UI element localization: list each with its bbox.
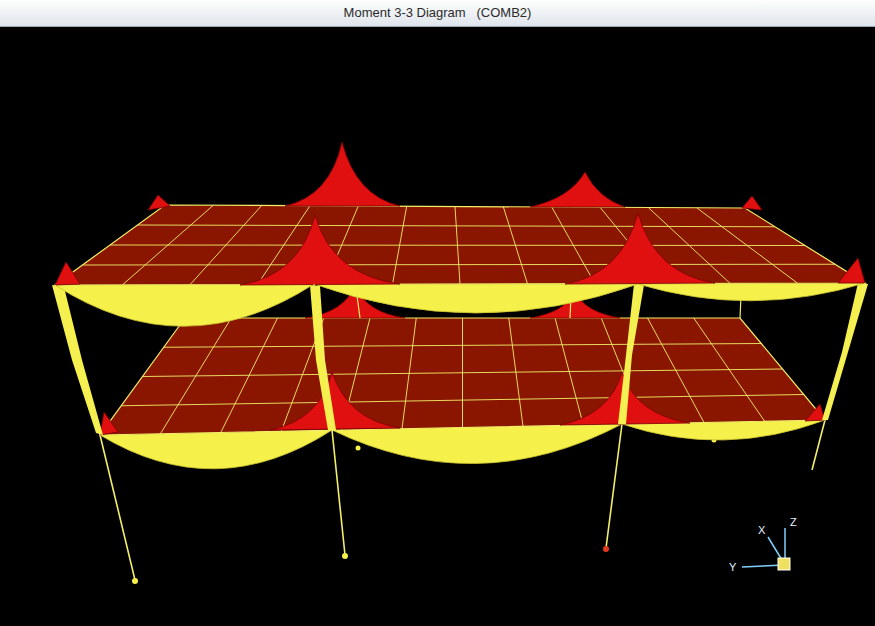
axis-label: X [758, 524, 765, 536]
origin-cube [778, 558, 790, 570]
upper-negative-moment [55, 142, 865, 285]
moment-cone [530, 172, 625, 207]
moment-cone [565, 213, 715, 284]
moment-parabola [314, 284, 638, 313]
lower-slab-mesh [121, 318, 804, 434]
front-column-lines [55, 283, 865, 435]
moment-cone [285, 142, 400, 206]
column-moment [52, 283, 868, 435]
axis-label: Z [790, 516, 797, 528]
upper-positive-moment [55, 283, 865, 326]
column-lines [100, 318, 825, 580]
moment-cone [55, 262, 80, 285]
moment-cone [742, 196, 762, 210]
axis-triad [742, 528, 790, 570]
moment-cone [270, 372, 400, 430]
ground-columns [100, 318, 825, 580]
moment-cone [805, 404, 825, 421]
moment-cone [240, 215, 400, 285]
moment-cone [838, 258, 865, 283]
support-dot [356, 446, 361, 451]
moment-parabola [100, 430, 332, 469]
moment-parabola [55, 284, 314, 326]
column-wedge [618, 284, 644, 424]
moment-parabola [332, 424, 622, 464]
upper-slab-mesh [83, 205, 836, 285]
upper-slab [55, 205, 865, 285]
support-dot [603, 546, 609, 552]
window-title: Moment 3-3 Diagram (COMB2) [0, 5, 875, 20]
moment-cone [100, 412, 118, 435]
lower-slab [100, 318, 825, 435]
axis-label: Y [729, 561, 736, 573]
moment-cone [148, 195, 170, 210]
moment-parabola [638, 283, 865, 301]
support-dot [342, 553, 348, 559]
support-dot [132, 578, 138, 584]
